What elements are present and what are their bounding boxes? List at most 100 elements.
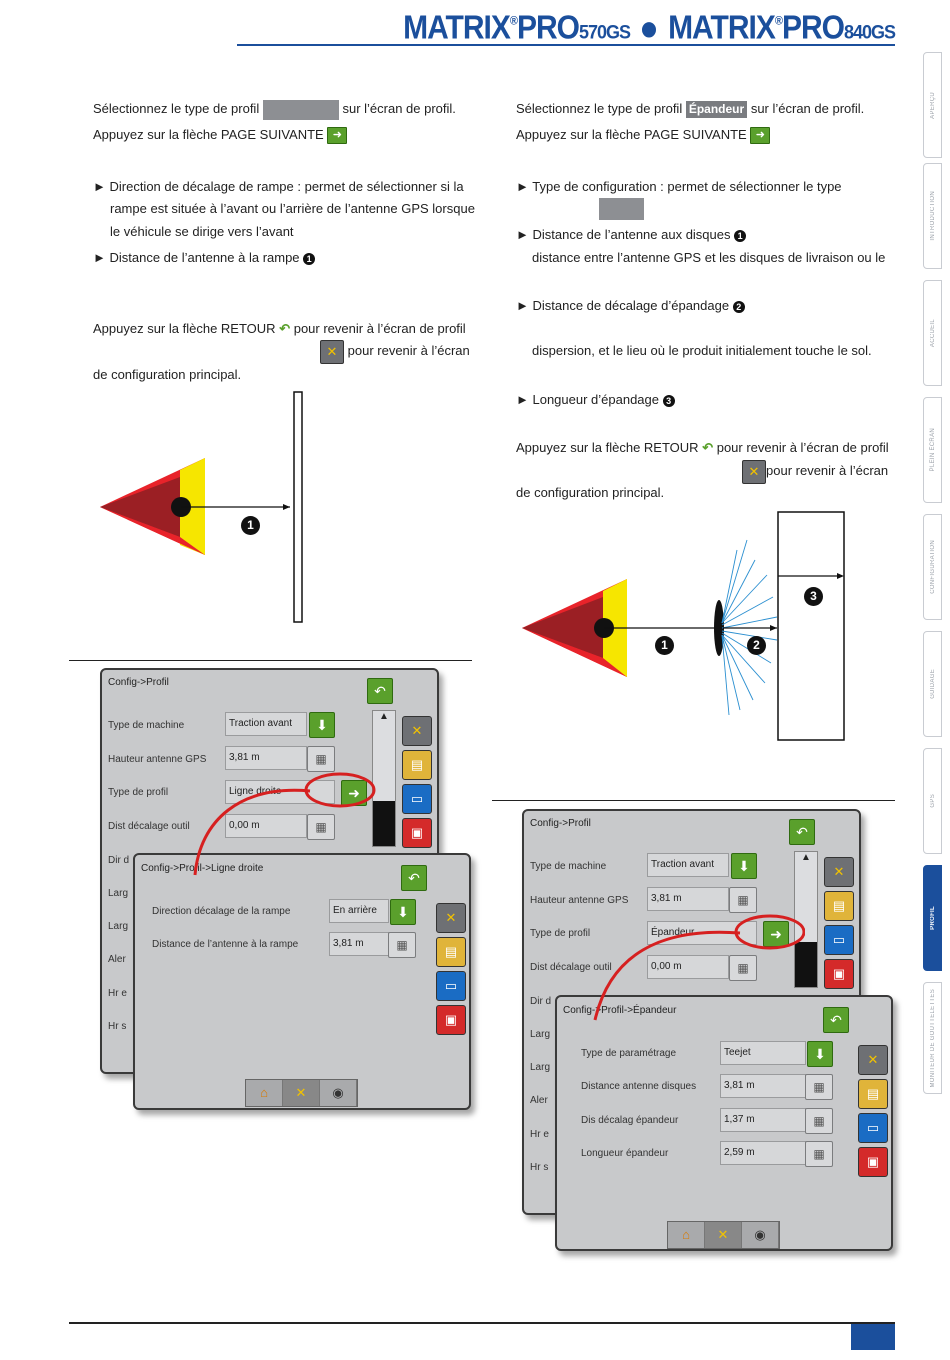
keyboard-icon[interactable]: ▦ xyxy=(307,746,335,772)
row-label: Longueur épandeur xyxy=(581,1148,669,1159)
display-icon[interactable]: ▭ xyxy=(824,925,854,955)
row-label-partial: Hr e xyxy=(108,988,127,999)
return-button[interactable]: ↶ xyxy=(367,678,393,704)
keyboard-icon[interactable]: ▦ xyxy=(805,1074,833,1100)
antenna-disk-distance-field[interactable]: 3,81 m xyxy=(720,1074,806,1098)
boom-rect xyxy=(293,391,303,623)
row-label-partial: Larg xyxy=(530,1062,551,1073)
row-label-partial: Hr e xyxy=(530,1129,549,1140)
callout-curve xyxy=(193,788,311,876)
right-return-line: Appuyez sur la flèche RETOUR ↶ pour reve… xyxy=(516,440,889,455)
gauge-icon[interactable]: ◉ xyxy=(742,1222,779,1248)
tab-moniteur-gouttelettes[interactable]: MONITEUR DE GOUTTELETTES xyxy=(923,982,942,1094)
bullet-dot xyxy=(642,22,657,38)
config-type-placeholder xyxy=(599,198,644,220)
display-icon[interactable]: ▭ xyxy=(436,971,466,1001)
next-page-button[interactable]: ➜ xyxy=(763,921,789,947)
row-label-partial: Dir d xyxy=(530,996,552,1007)
return-button[interactable]: ↶ xyxy=(789,819,815,845)
offset-arrowhead xyxy=(770,625,777,631)
spreader-tag: Épandeur xyxy=(685,101,748,119)
right-bullet-2-cont: distance entre l’antenne GPS et les disq… xyxy=(532,250,886,265)
dropdown-arrow-icon[interactable]: ⬇ xyxy=(309,712,335,738)
folder-icon[interactable]: ▤ xyxy=(858,1079,888,1109)
dropdown-arrow-icon[interactable]: ⬇ xyxy=(390,899,416,925)
keyboard-icon[interactable]: ▦ xyxy=(388,932,416,958)
scroll-up-icon[interactable]: ▲ xyxy=(801,852,811,863)
tools-tab-icon[interactable]: ✕ xyxy=(824,857,854,887)
right-bullet-3-cont: dispersion, et le lieu où le produit ini… xyxy=(532,343,872,358)
screen-title: Config->Profil xyxy=(530,818,591,829)
tab-guidage[interactable]: GUIDAGE xyxy=(923,631,942,737)
row-label: Type de machine xyxy=(530,861,607,872)
machine-type-field[interactable]: Traction avant xyxy=(225,712,307,736)
tools-icon: ✕ xyxy=(742,459,766,484)
diagram-marker-1: 1 xyxy=(241,516,260,535)
left-bullet-1-cont: rampe est située à l’avant ou l’arrière … xyxy=(110,201,475,216)
scroll-thumb[interactable] xyxy=(373,801,395,846)
tool-offset-field[interactable]: 0,00 m xyxy=(647,955,729,979)
scroll-up-icon[interactable]: ▲ xyxy=(379,711,389,722)
row-label-partial: Hr s xyxy=(530,1162,549,1173)
keyboard-icon[interactable]: ▦ xyxy=(805,1141,833,1167)
scroll-thumb[interactable] xyxy=(795,942,817,987)
marker-2: 2 xyxy=(732,300,745,313)
next-arrow-icon: ➜ xyxy=(327,127,348,145)
tab-gps[interactable]: GPS xyxy=(923,748,942,854)
tools-icon[interactable]: ✕ xyxy=(705,1222,742,1248)
antenna-boom-distance-field[interactable]: 3,81 m xyxy=(329,932,389,956)
home-icon[interactable]: ⌂ xyxy=(246,1080,283,1106)
toolbox-icon[interactable]: ▣ xyxy=(436,1005,466,1035)
gauge-icon[interactable]: ◉ xyxy=(320,1080,357,1106)
tab-introduction[interactable]: INTRODUCTION xyxy=(923,163,942,269)
row-label: Distance de l’antenne à la rampe xyxy=(152,939,299,950)
spread-offset-field[interactable]: 1,37 m xyxy=(720,1108,806,1132)
row-label: Dist décalage outil xyxy=(108,821,190,832)
left-line-1: Sélectionnez le type de profil sur l’écr… xyxy=(93,97,456,120)
dropdown-arrow-icon[interactable]: ⬇ xyxy=(807,1041,833,1067)
folder-icon[interactable]: ▤ xyxy=(402,750,432,780)
boom-direction-field[interactable]: En arrière xyxy=(329,899,389,923)
scrollbar[interactable]: ▲ xyxy=(372,710,396,847)
keyboard-icon[interactable]: ▦ xyxy=(729,955,757,981)
gps-height-field[interactable]: 3,81 m xyxy=(225,746,307,770)
tab-configuration[interactable]: CONFIGURATION xyxy=(923,514,942,620)
callout-ellipse xyxy=(734,914,805,950)
tools-icon[interactable]: ✕ xyxy=(283,1080,320,1106)
tools-tab-icon[interactable]: ✕ xyxy=(402,716,432,746)
next-arrow-icon: ➜ xyxy=(750,127,771,145)
tab-profil[interactable]: PROFIL xyxy=(923,865,942,971)
keyboard-icon[interactable]: ▦ xyxy=(307,814,335,840)
home-icon[interactable]: ⌂ xyxy=(668,1222,705,1248)
toolbox-icon[interactable]: ▣ xyxy=(402,818,432,848)
tab-apercu[interactable]: APERÇU xyxy=(923,52,942,158)
folder-icon[interactable]: ▤ xyxy=(436,937,466,967)
row-label: Direction décalage de la rampe xyxy=(152,906,291,917)
gps-height-field[interactable]: 3,81 m xyxy=(647,887,729,911)
toolbox-icon[interactable]: ▣ xyxy=(824,959,854,989)
return-button[interactable]: ↶ xyxy=(401,865,427,891)
config-type-field[interactable]: Teejet xyxy=(720,1041,806,1065)
dropdown-arrow-icon[interactable]: ⬇ xyxy=(731,853,757,879)
machine-type-field[interactable]: Traction avant xyxy=(647,853,729,877)
row-label: Dist décalage outil xyxy=(530,962,612,973)
left-line-config: de configuration principal. xyxy=(93,367,242,382)
display-icon[interactable]: ▭ xyxy=(402,784,432,814)
callout-arc-right xyxy=(593,914,805,1021)
tools-tab-icon[interactable]: ✕ xyxy=(858,1045,888,1075)
tab-plein-ecran[interactable]: PLEIN ÉCRAN xyxy=(923,397,942,503)
display-icon[interactable]: ▭ xyxy=(858,1113,888,1143)
left-bullet-2: ► Distance de l’antenne à la rampe 1 xyxy=(93,246,316,269)
bottom-nav: ⌂ ✕ ◉ xyxy=(667,1221,780,1249)
spread-length-field[interactable]: 2,59 m xyxy=(720,1141,806,1165)
keyboard-icon[interactable]: ▦ xyxy=(729,887,757,913)
tool-offset-field[interactable]: 0,00 m xyxy=(225,814,307,838)
toolbox-icon[interactable]: ▣ xyxy=(858,1147,888,1177)
vehicle-triangle-shade xyxy=(522,597,603,658)
tab-accueil[interactable]: ACCUEIL xyxy=(923,280,942,386)
keyboard-icon[interactable]: ▦ xyxy=(805,1108,833,1134)
tools-tab-icon[interactable]: ✕ xyxy=(436,903,466,933)
return-button[interactable]: ↶ xyxy=(823,1007,849,1033)
folder-icon[interactable]: ▤ xyxy=(824,891,854,921)
